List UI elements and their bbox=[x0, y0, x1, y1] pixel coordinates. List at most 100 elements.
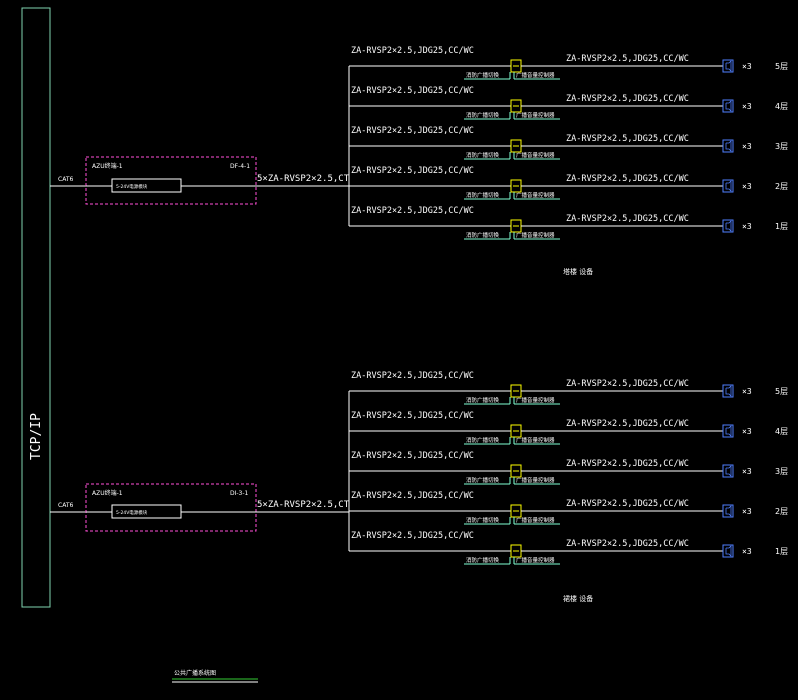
right-cable-label: ZA-RVSP2×2.5,JDG25,CC/WC bbox=[566, 459, 689, 469]
footer-title: 公共广播系统图 bbox=[172, 669, 258, 683]
speaker-qty: ×3 bbox=[742, 427, 752, 436]
panel-title: AZU终端-1 bbox=[92, 162, 123, 170]
speaker-icon bbox=[722, 99, 734, 113]
bus-frame bbox=[21, 7, 51, 608]
left-cable-label: ZA-RVSP2×2.5,JDG25,CC/WC bbox=[351, 46, 474, 56]
branch-row: ZA-RVSP2×2.5,JDG25,CC/WC消防广播切换广播音量控制器ZA-… bbox=[349, 411, 788, 445]
right-cable-label: ZA-RVSP2×2.5,JDG25,CC/WC bbox=[566, 134, 689, 144]
left-cable-label: ZA-RVSP2×2.5,JDG25,CC/WC bbox=[351, 371, 474, 381]
group-caption: 裙楼 设备 bbox=[563, 594, 593, 603]
floor-label: 2层 bbox=[775, 507, 788, 516]
module-label-a: 消防广播切换 bbox=[466, 151, 500, 159]
module-label-a: 消防广播切换 bbox=[466, 556, 500, 564]
speaker-cone bbox=[725, 100, 732, 112]
module-label-a: 消防广播切换 bbox=[466, 111, 500, 119]
control-panel bbox=[85, 156, 257, 205]
right-cable-label: ZA-RVSP2×2.5,JDG25,CC/WC bbox=[566, 54, 689, 64]
branch-row: ZA-RVSP2×2.5,JDG25,CC/WC消防广播切换广播音量控制器ZA-… bbox=[349, 166, 788, 200]
right-cable-label: ZA-RVSP2×2.5,JDG25,CC/WC bbox=[566, 499, 689, 509]
branch-row: ZA-RVSP2×2.5,JDG25,CC/WC 消防广播切换 广播音量控制器 ZA-… bbox=[349, 126, 788, 160]
branch-row: ZA-RVSP2×2.5,JDG25,CC/WC 消防广播切换 广播音量控制器 ZA-… bbox=[349, 531, 788, 565]
branch-row: ZA-RVSP2×2.5,JDG25,CC/WC 消防广播切换 广播音量控制器 ZA-… bbox=[349, 206, 788, 240]
panel-id: DF-4-1 bbox=[230, 163, 250, 170]
power-module-label: 5-24V电源模块 bbox=[116, 183, 148, 190]
speaker-cone bbox=[725, 140, 732, 152]
floor-label: 5层 bbox=[775, 387, 788, 396]
module-label-b: 广播音量控制器 bbox=[516, 231, 555, 239]
speaker-qty: ×3 bbox=[742, 142, 752, 151]
speaker-cone bbox=[725, 505, 732, 517]
speaker-qty: ×3 bbox=[742, 62, 752, 71]
module-label-a: 消防广播切换 bbox=[466, 436, 500, 444]
right-cable-label: ZA-RVSP2×2.5,JDG25,CC/WC bbox=[566, 94, 689, 104]
module-label-b: 广播音量控制器 bbox=[516, 436, 555, 444]
module-label-b: 广播音量控制器 bbox=[516, 476, 555, 484]
right-cable-label: ZA-RVSP2×2.5,JDG25,CC/WC bbox=[566, 174, 689, 184]
speaker-cone bbox=[725, 60, 732, 72]
module-label-b: 广播音量控制器 bbox=[516, 71, 555, 79]
speaker-cone bbox=[725, 465, 732, 477]
module-label-a: 消防广播切换 bbox=[466, 231, 500, 239]
right-cable-label: ZA-RVSP2×2.5,JDG25,CC/WC bbox=[566, 379, 689, 389]
left-cable-label: ZA-RVSP2×2.5,JDG25,CC/WC bbox=[351, 491, 474, 501]
module-label-b: 广播音量控制器 bbox=[516, 516, 555, 524]
floor-label: 4层 bbox=[775, 102, 788, 111]
speaker-qty: ×3 bbox=[742, 222, 752, 231]
module-label-a: 消防广播切换 bbox=[466, 476, 500, 484]
branch-row: ZA-RVSP2×2.5,JDG25,CC/WC消防广播切换广播音量控制器ZA-… bbox=[349, 46, 788, 80]
module-label-a: 消防广播切换 bbox=[466, 516, 500, 524]
branch-row: ZA-RVSP2×2.5,JDG25,CC/WC 消防广播切换 广播音量控制器 ZA-… bbox=[349, 371, 788, 405]
right-cable-label: ZA-RVSP2×2.5,JDG25,CC/WC bbox=[566, 419, 689, 429]
left-cable-label: ZA-RVSP2×2.5,JDG25,CC/WC bbox=[351, 206, 474, 216]
speaker-icon bbox=[722, 504, 734, 518]
speaker-icon bbox=[722, 424, 734, 438]
floor-label: 3层 bbox=[775, 142, 788, 151]
trunk-label: 5×ZA-RVSP2×2.5,CT bbox=[257, 174, 350, 184]
power-module-label: 5-24V电源模块 bbox=[116, 509, 148, 516]
left-cable-label: ZA-RVSP2×2.5,JDG25,CC/WC bbox=[351, 166, 474, 176]
left-cable-label: ZA-RVSP2×2.5,JDG25,CC/WC bbox=[351, 451, 474, 461]
speaker-qty: ×3 bbox=[742, 467, 752, 476]
speaker-icon bbox=[722, 139, 734, 153]
floor-label: 3层 bbox=[775, 467, 788, 476]
left-cable-label: ZA-RVSP2×2.5,JDG25,CC/WC bbox=[351, 531, 474, 541]
module-label-b: 广播音量控制器 bbox=[516, 396, 555, 404]
floor-label: 4层 bbox=[775, 427, 788, 436]
speaker-icon bbox=[722, 384, 734, 398]
speaker-group: CAT6 AZU终端-1 DF-4-1 5-24V电源模块 5×ZA-RVSP2×2.5… bbox=[50, 46, 788, 276]
branch-row: ZA-RVSP2×2.5,JDG25,CC/WC 消防广播切换 广播音量控制器 ZA-… bbox=[349, 491, 788, 525]
right-cable-label: ZA-RVSP2×2.5,JDG25,CC/WC bbox=[566, 539, 689, 549]
tcp-ip-bus: TCP/IP bbox=[21, 7, 51, 608]
speaker-cone bbox=[725, 180, 732, 192]
branch-row: ZA-RVSP2×2.5,JDG25,CC/WC 消防广播切换 广播音量控制器 ZA-… bbox=[349, 86, 788, 120]
floor-label: 2层 bbox=[775, 182, 788, 191]
cable-label: CAT6 bbox=[58, 502, 73, 509]
speaker-icon bbox=[722, 179, 734, 193]
module-label-b: 广播音量控制器 bbox=[516, 556, 555, 564]
bus-label: TCP/IP bbox=[29, 413, 44, 460]
cable-label: CAT6 bbox=[58, 176, 73, 183]
speaker-icon bbox=[722, 219, 734, 233]
speaker-cone bbox=[725, 425, 732, 437]
speaker-cone bbox=[725, 220, 732, 232]
module-label-b: 广播音量控制器 bbox=[516, 151, 555, 159]
speaker-qty: ×3 bbox=[742, 102, 752, 111]
speaker-icon bbox=[722, 544, 734, 558]
floor-label: 1层 bbox=[775, 222, 788, 231]
speaker-icon bbox=[722, 464, 734, 478]
floor-label: 1层 bbox=[775, 547, 788, 556]
module-label-a: 消防广播切换 bbox=[466, 396, 500, 404]
panel-title: AZU终端-1 bbox=[92, 489, 123, 497]
module-label-a: 消防广播切换 bbox=[466, 191, 500, 199]
group-caption: 塔楼 设备 bbox=[563, 267, 593, 276]
floor-label: 5层 bbox=[775, 62, 788, 71]
speaker-icon bbox=[722, 59, 734, 73]
module-label-b: 广播音量控制器 bbox=[516, 111, 555, 119]
right-cable-label: ZA-RVSP2×2.5,JDG25,CC/WC bbox=[566, 214, 689, 224]
left-cable-label: ZA-RVSP2×2.5,JDG25,CC/WC bbox=[351, 126, 474, 136]
speaker-cone bbox=[725, 385, 732, 397]
speaker-qty: ×3 bbox=[742, 507, 752, 516]
left-cable-label: ZA-RVSP2×2.5,JDG25,CC/WC bbox=[351, 86, 474, 96]
